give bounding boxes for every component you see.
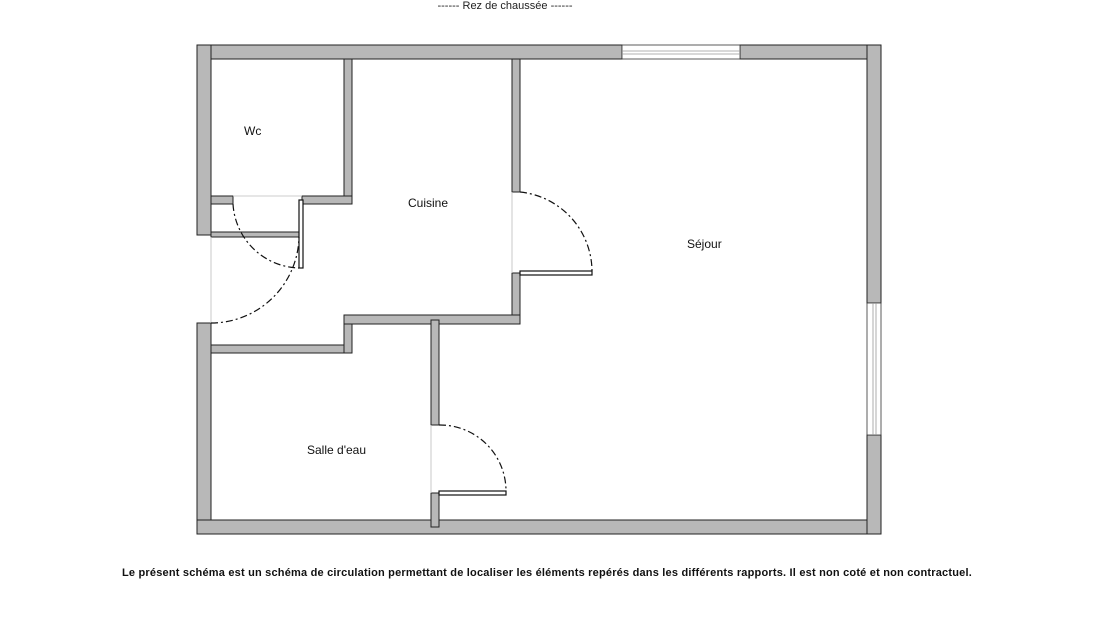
level-title-text: Rez de chaussée [462, 0, 548, 12]
wall-wc-kitchen [343, 58, 353, 205]
wall-hall-bath-left [210, 344, 353, 354]
window-top [621, 44, 741, 60]
door-bath-leaf [438, 490, 507, 496]
outer-wall-left-lower [196, 322, 212, 535]
doors [210, 191, 593, 496]
door-wc-swing [232, 203, 300, 269]
window-right [866, 302, 882, 436]
windows [621, 44, 882, 436]
outer-wall-right-lower [866, 434, 882, 535]
room-label-living: Séjour [687, 237, 722, 251]
door-kitchen-leaf [519, 270, 593, 276]
outer-wall-bottom [196, 519, 882, 535]
wall-wc-bottom [301, 195, 353, 205]
floor-plan: Wc Cuisine Séjour Salle d'eau [196, 44, 882, 535]
outer-wall-left-upper [196, 44, 212, 236]
wall-bath-living-lower [430, 492, 440, 528]
disclaimer-text: Le présent schéma est un schéma de circu… [122, 567, 972, 579]
door-wc-leaf [298, 199, 304, 269]
room-label-bathroom: Salle d'eau [307, 443, 366, 457]
wall-kitchen-living-upper [511, 58, 521, 193]
outer-wall-top-right [739, 44, 882, 60]
door-kitchen-swing [519, 191, 593, 272]
room-label-wc: Wc [244, 124, 261, 138]
door-bath-swing [438, 424, 507, 492]
wall-wc-bottom-left [210, 195, 234, 205]
title-dash-right: ------ [550, 0, 573, 12]
wall-hall-stub [210, 231, 304, 238]
wall-bath-living-upper [430, 319, 440, 426]
door-entrance-swing [210, 236, 300, 324]
walls [196, 44, 882, 535]
door-openings [210, 192, 513, 493]
outer-wall-right-upper [866, 44, 882, 304]
room-label-kitchen: Cuisine [408, 196, 448, 210]
floor-level-title: ------ Rez de chaussée ------ [0, 0, 1010, 12]
outer-wall-top-left [196, 44, 623, 60]
title-dash-left: ------ [437, 0, 460, 12]
